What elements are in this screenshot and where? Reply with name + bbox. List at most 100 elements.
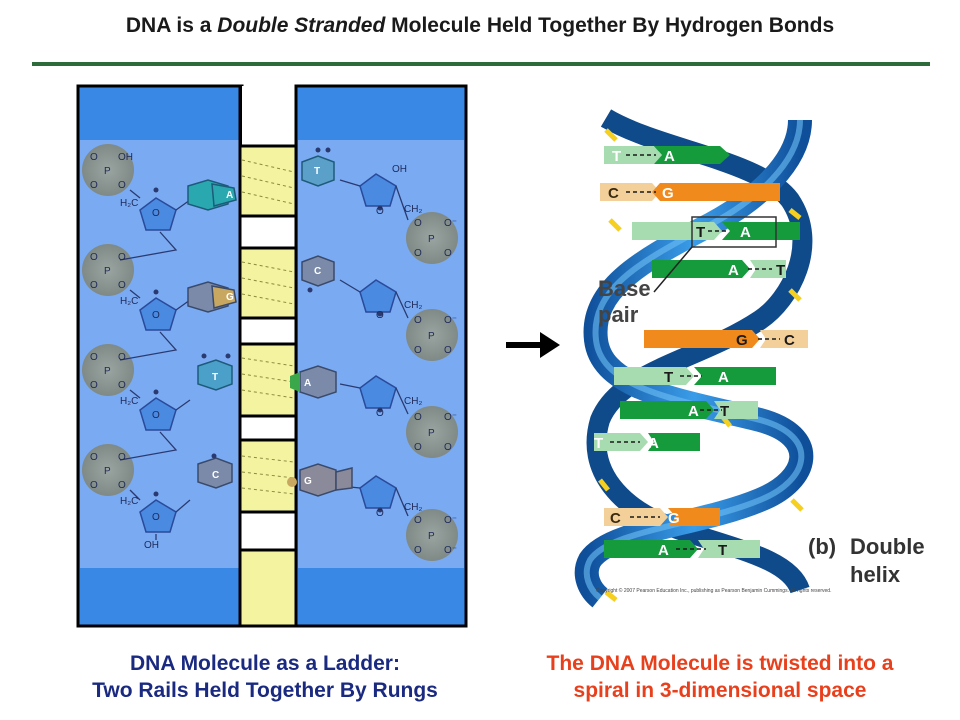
base-pair-label: Base	[598, 276, 651, 301]
caption-line: Two Rails Held Together By Rungs	[92, 679, 438, 702]
phosphate-label: P	[104, 466, 111, 477]
svg-text:O: O	[118, 252, 126, 263]
copyright-notice: Copyright © 2007 Pearson Education Inc.,…	[596, 587, 831, 594]
svg-text:O: O	[414, 248, 422, 259]
left-bases	[187, 179, 237, 489]
phosphate-group	[406, 212, 458, 264]
svg-text:O⁻: O⁻	[444, 412, 457, 423]
phosphate-group	[406, 406, 458, 458]
base-letter: C	[212, 470, 219, 481]
svg-text:O: O	[376, 408, 384, 419]
svg-text:CH₂: CH₂	[404, 300, 422, 311]
rung-1	[238, 144, 298, 218]
svg-text:O: O	[118, 280, 126, 291]
base-letter: A	[226, 190, 233, 201]
helix-base-pairs	[594, 146, 808, 558]
base-letter: T	[314, 166, 320, 177]
base-letter: T	[594, 435, 603, 452]
svg-text:O: O	[414, 545, 422, 556]
base-ring	[301, 155, 335, 187]
svg-text:O⁻: O⁻	[444, 315, 457, 326]
phosphate-group	[82, 344, 134, 396]
phosphate-group	[406, 509, 458, 561]
phosphate-label: P	[428, 234, 435, 245]
svg-text:O⁻: O⁻	[444, 545, 457, 556]
phosphate-label: P	[104, 366, 111, 377]
svg-text:CH₂: CH₂	[404, 396, 422, 407]
base-letter: A	[688, 403, 699, 420]
svg-text:O: O	[90, 452, 98, 463]
svg-text:O: O	[90, 352, 98, 363]
sugar-ring	[139, 397, 177, 431]
svg-text:O: O	[414, 515, 422, 526]
base-letter: T	[718, 542, 727, 559]
svg-text:O: O	[376, 508, 384, 519]
phosphate-label: P	[104, 166, 111, 177]
panel-letter: (b)	[808, 534, 836, 559]
rung-3	[238, 342, 298, 418]
right-phosphates	[406, 212, 458, 561]
left-phosphates	[82, 144, 134, 496]
sugar-ring	[359, 475, 397, 509]
svg-text:O: O	[152, 512, 160, 523]
svg-text:O: O	[90, 180, 98, 191]
base-letter: G	[736, 332, 748, 349]
phosphate-group	[82, 244, 134, 296]
base-letter: A	[648, 435, 659, 452]
svg-text:O: O	[90, 152, 98, 163]
rung-5	[238, 548, 298, 628]
panel-label: Double	[850, 534, 925, 559]
svg-text:O: O	[376, 206, 384, 217]
phosphate-label: P	[428, 531, 435, 542]
base-letter: C	[608, 185, 619, 202]
svg-text:O: O	[444, 345, 452, 356]
svg-text:O: O	[118, 352, 126, 363]
base-letter: A	[664, 148, 675, 165]
phosphate-label: P	[428, 331, 435, 342]
svg-text:O: O	[376, 310, 384, 321]
base-letter: A	[740, 224, 751, 241]
svg-text:H₂C: H₂C	[120, 198, 138, 209]
svg-text:O: O	[444, 248, 452, 259]
phosphate-label: P	[104, 266, 111, 277]
svg-text:OH: OH	[144, 540, 159, 551]
svg-text:H₂C: H₂C	[120, 396, 138, 407]
svg-text:O: O	[414, 218, 422, 229]
svg-text:O⁻: O⁻	[444, 218, 457, 229]
svg-text:H₂C: H₂C	[120, 296, 138, 307]
base-ring	[301, 255, 335, 287]
base-letter: G	[668, 510, 680, 527]
base-letter: C	[610, 510, 621, 527]
svg-text:OH: OH	[392, 164, 407, 175]
base-letter: T	[720, 403, 729, 420]
base-pair-highlight-box	[691, 216, 777, 248]
base-letter: G	[226, 292, 234, 303]
phosphate-label: P	[428, 428, 435, 439]
base-ring	[197, 359, 233, 391]
base-letter: T	[664, 369, 673, 386]
ladder-diagram: P O OH O O H₂C P O O O O H₂C P O O O O H₂C P O…	[76, 84, 468, 628]
svg-text:O: O	[118, 380, 126, 391]
base-letter: G	[662, 185, 674, 202]
svg-text:O: O	[90, 380, 98, 391]
phosphate-group	[82, 144, 134, 196]
title-underline	[32, 62, 930, 66]
svg-text:O: O	[414, 345, 422, 356]
svg-text:H₂C: H₂C	[120, 496, 138, 507]
rung-4	[238, 438, 298, 514]
right-bases	[287, 155, 353, 497]
base-letter: T	[612, 148, 621, 165]
left-sugars	[139, 197, 177, 533]
caption-line: DNA Molecule as a Ladder:	[130, 652, 400, 675]
double-helix-diagram: T A C G T A A T G C T A A T T A C G A T …	[574, 109, 925, 608]
base-letter: A	[718, 369, 729, 386]
page-title: DNA is a Double Stranded Molecule Held T…	[125, 14, 835, 37]
base-letter: T	[776, 262, 785, 279]
sugar-ring	[139, 197, 177, 231]
sugar-ring	[359, 173, 397, 207]
svg-text:O: O	[414, 412, 422, 423]
base-letter: T	[212, 372, 218, 383]
sugar-ring	[139, 499, 177, 533]
base-letter: A	[728, 262, 739, 279]
right-sugars	[359, 173, 397, 509]
